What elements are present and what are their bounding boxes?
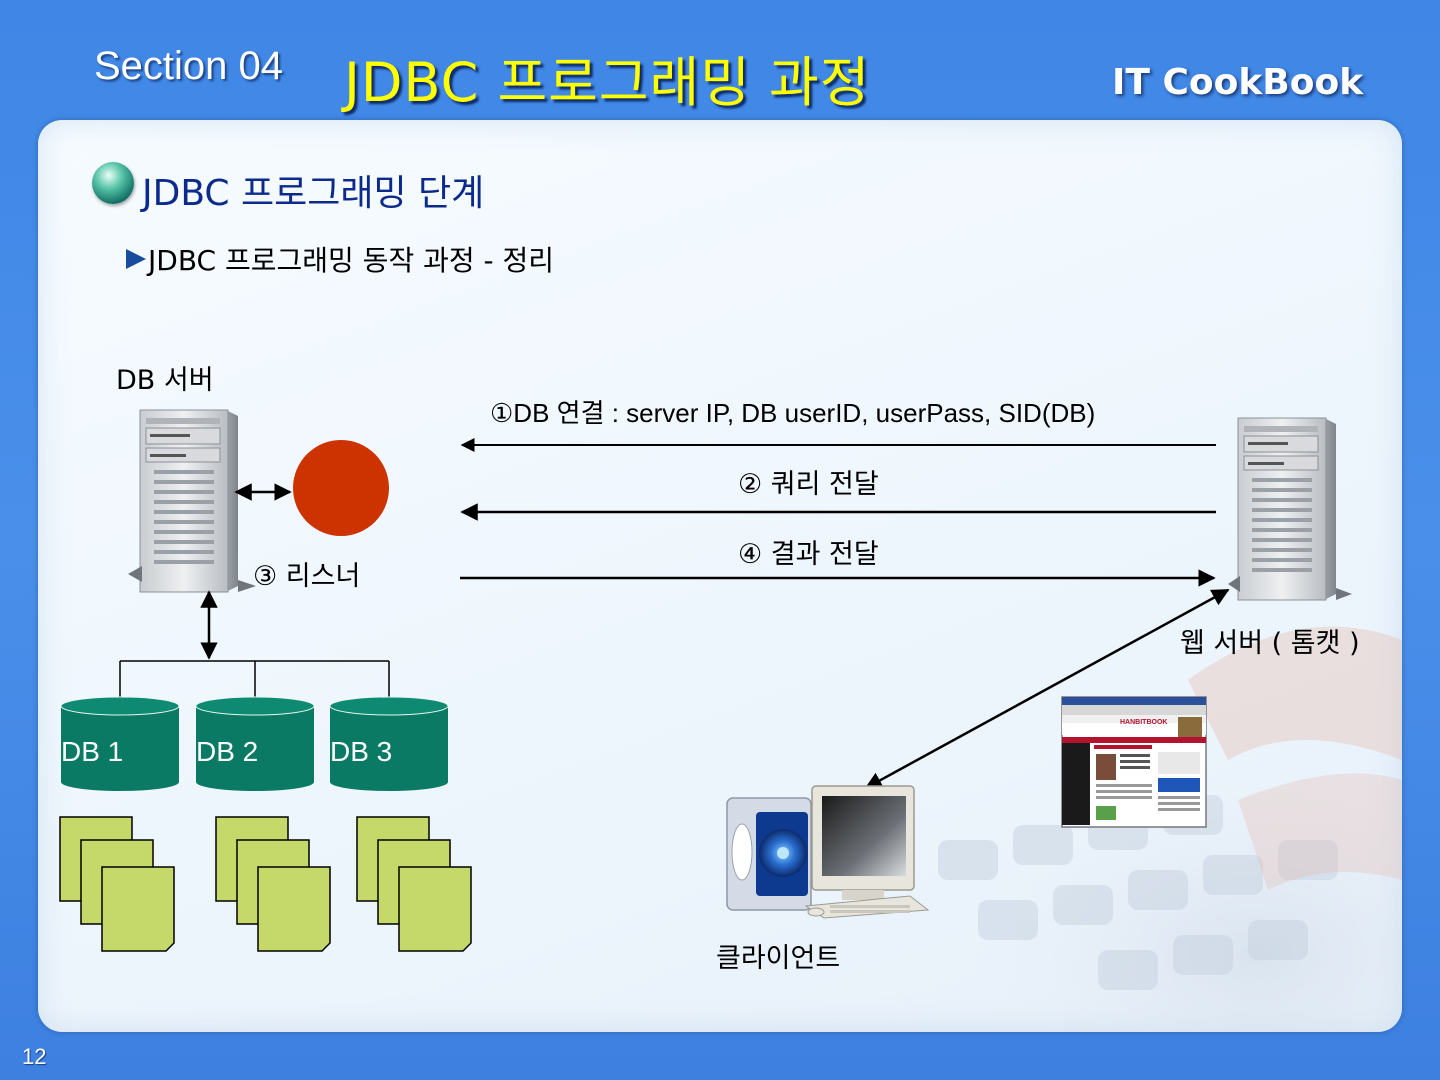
section-heading: JDBC 프로그래밍 단계 [142, 173, 485, 214]
listener-circle [293, 440, 389, 536]
listener-label: ③ 리스너 [253, 561, 361, 592]
db2-label: DB 2 [196, 736, 259, 767]
document-stack-3 [356, 816, 472, 952]
page-number: 12 [22, 1044, 47, 1069]
browser-brand-text: HANBITBOOK [1120, 719, 1168, 726]
document-stack-2 [215, 816, 331, 952]
browser-screenshot-icon [1061, 696, 1207, 828]
client-computer-icon [726, 785, 930, 919]
db1-label: DB 1 [61, 736, 124, 767]
document-stack-1 [59, 816, 175, 952]
brand-logo: IT CookBook [1112, 62, 1364, 103]
db-server-label: DB 서버 [116, 365, 214, 396]
section-label: Section 04 [94, 44, 284, 88]
step-connect-label: ①DB 연결 : server IP, DB userID, userPass,… [490, 398, 1096, 428]
client-label: 클라이언트 [716, 943, 841, 974]
web-server-label: 웹 서버 ( 톰캣 ) [1180, 628, 1360, 659]
db-bus-lines [119, 660, 390, 698]
slide-title: JDBC 프로그래밍 과정 [344, 51, 871, 114]
db-server-icon [128, 409, 256, 593]
database-cylinder-3 [329, 696, 449, 791]
db3-label: DB 3 [330, 736, 393, 767]
bullet-ball-icon [92, 162, 134, 204]
triangle-bullet-icon [126, 249, 146, 269]
step-result-label: ④ 결과 전달 [738, 539, 879, 570]
database-cylinder-2 [195, 696, 315, 791]
database-cylinder-1 [60, 696, 180, 791]
sub-heading: JDBC 프로그래밍 동작 과정 - 정리 [148, 244, 555, 277]
client-server-arrow [864, 588, 1230, 790]
web-server-icon [1228, 417, 1352, 601]
step-query-label: ② 쿼리 전달 [738, 469, 879, 500]
